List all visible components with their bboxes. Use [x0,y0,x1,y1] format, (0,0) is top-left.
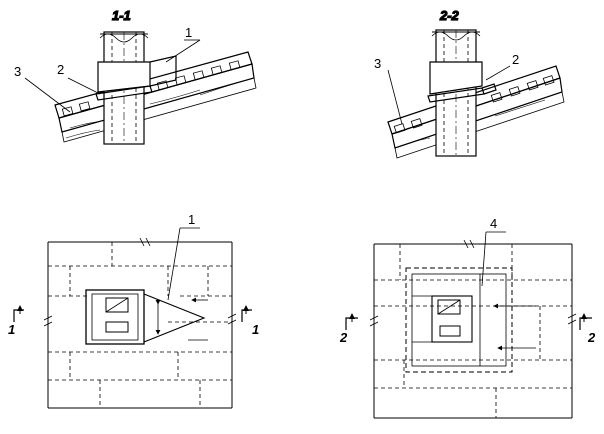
callout-s1-1: 1 [185,25,192,40]
callout-s2-2: 2 [512,52,519,67]
callout-s2-3: 3 [374,56,381,71]
section-mark-p1-right: 1 [252,322,259,337]
plan-2 [345,231,592,419]
section-title-1-1: 1-1 [112,8,131,23]
section-title-2-2: 2-2 [439,8,460,23]
plan-1 [13,227,252,409]
callout-s1-3: 3 [14,64,21,79]
callout-s1-2: 2 [57,62,64,77]
section-1-1: 1-1 [24,7,257,145]
section-mark-p1-left: 1 [8,322,15,337]
section-mark-p2-left: 2 [339,330,348,345]
callout-p1-1: 1 [188,212,195,227]
callout-p2-4: 4 [490,216,497,231]
section-2-2: 2-2 [387,7,565,159]
section-mark-p2-right: 2 [587,330,596,345]
